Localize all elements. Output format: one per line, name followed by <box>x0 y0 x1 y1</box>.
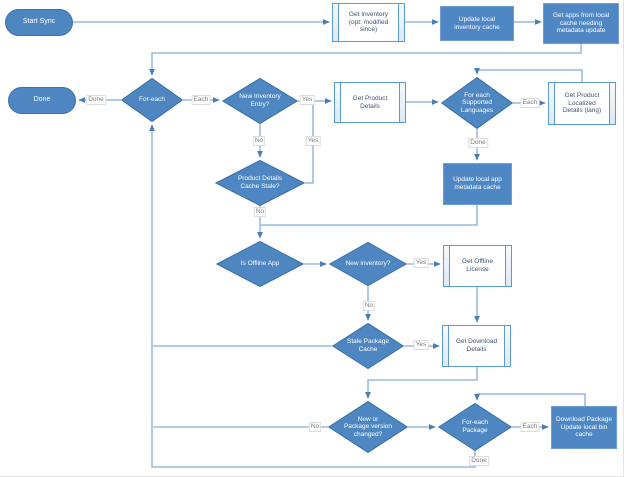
diamond-shape <box>121 78 183 122</box>
node-new-inventory: New inventory? <box>329 242 407 286</box>
subprocess-bar-left <box>549 83 555 124</box>
node-product-details-cache-stale: Product Details Cache Stale? <box>215 160 305 206</box>
edge-label-yes: Yes <box>305 136 321 146</box>
subprocess-bar-right <box>504 326 510 366</box>
edge-label-done: Done <box>468 138 488 148</box>
node-download-package-update-cache: Download Package Update local bin cache <box>551 406 617 449</box>
edge-label-each: Each <box>191 95 211 105</box>
edge-label-done: Done <box>469 456 489 466</box>
subprocess-bar-left <box>333 4 339 41</box>
subprocess-bar-left <box>335 83 341 122</box>
diamond-shape <box>438 403 512 451</box>
node-start-sync: Start Sync <box>5 9 73 36</box>
subprocess-bar-right <box>398 4 404 41</box>
node-update-local-inventory-cache: Update local inventory cache <box>440 6 514 41</box>
node-is-offline-app: Is Offline App <box>216 241 304 287</box>
edge-label-no: No <box>308 422 322 432</box>
diamond-shape <box>332 323 404 369</box>
node-done: Done <box>8 87 76 114</box>
subprocess-bar-left <box>444 246 450 286</box>
edge-label-each: Each <box>520 422 540 432</box>
node-get-inventory: Get Inventory (opt: modified since) <box>332 3 405 42</box>
node-get-apps-needing-update: Get apps from local cache needing metada… <box>543 3 619 44</box>
node-foreach-package: For-each Package <box>438 403 512 451</box>
node-new-or-package-version-changed: New or Package version changed? <box>328 401 408 453</box>
node-foreach-supported-languages: For each Supported Languages <box>441 77 513 129</box>
node-stale-package-cache: Stale Package Cache <box>332 323 404 369</box>
diamond-shape <box>328 401 408 453</box>
edge-label-each: Each <box>520 98 540 108</box>
edge-label-yes: Yes <box>413 258 429 268</box>
edge-label-no: No <box>252 136 266 146</box>
diamond-shape <box>329 242 407 286</box>
subprocess-bar-right <box>609 83 615 124</box>
node-get-product-details: Get Product Details <box>334 82 406 123</box>
diamond-shape <box>215 160 305 206</box>
node-get-download-details: Get Download Details <box>442 325 511 367</box>
subprocess-bar-right <box>399 83 405 122</box>
subprocess-bar-right <box>505 246 511 286</box>
node-for-each: For-each <box>121 78 183 122</box>
diamond-shape <box>222 78 298 124</box>
node-get-offline-license: Get Offline License <box>443 245 512 287</box>
node-get-product-localized-details: Get Product Localized Details (lang) <box>548 82 616 125</box>
edge-label-no: No <box>253 207 267 217</box>
node-new-inventory-entry: New Inventory Entry? <box>222 78 298 124</box>
edge-label-done: Done <box>86 95 106 105</box>
edge-label-no: No <box>362 301 376 311</box>
subprocess-bar-left <box>443 326 449 366</box>
diamond-shape <box>441 77 513 129</box>
edge-label-yes: Yes <box>299 95 315 105</box>
diamond-shape <box>216 241 304 287</box>
node-update-local-app-metadata-cache: Update local app metadata cache <box>443 163 512 205</box>
edge-label-yes: Yes <box>413 340 429 350</box>
